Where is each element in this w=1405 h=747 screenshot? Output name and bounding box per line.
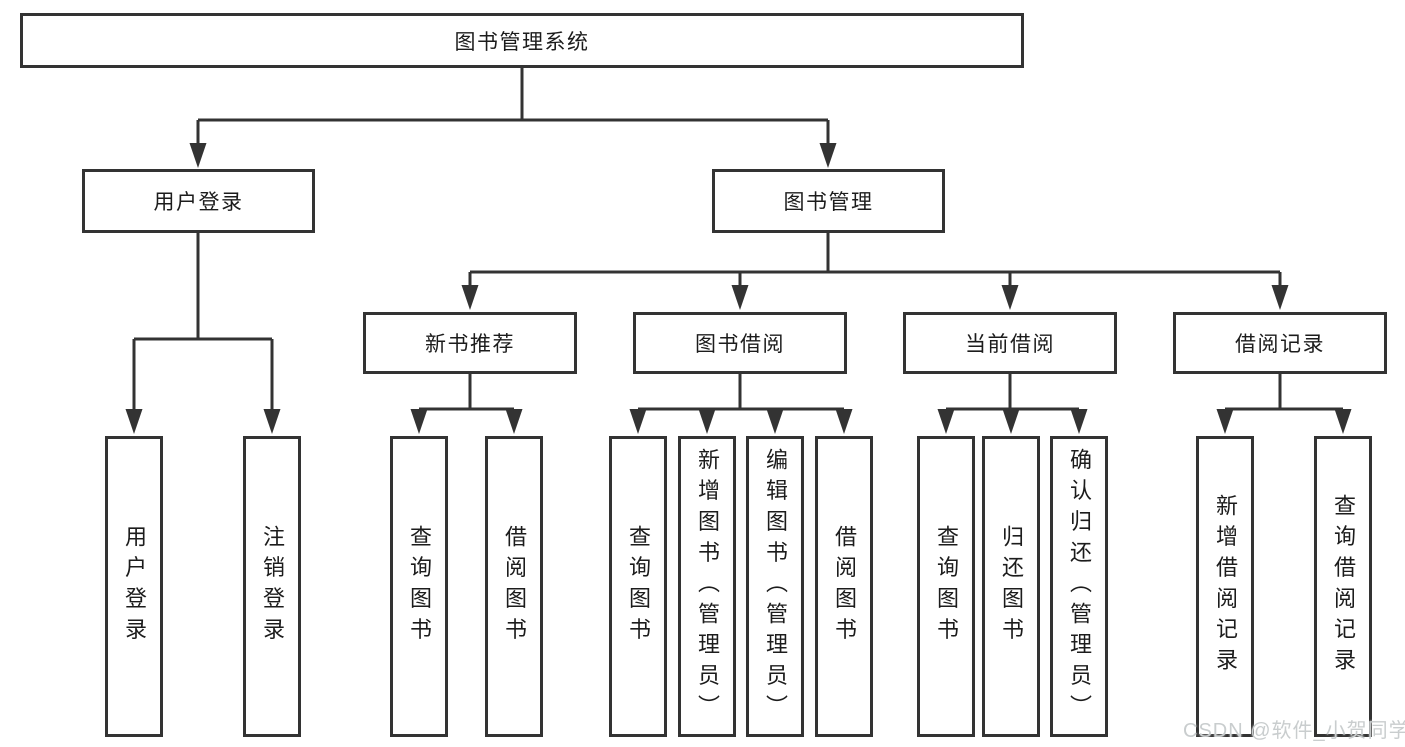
- node-borrowing-records: 借阅记录: [1173, 312, 1387, 374]
- leaf-label: 新增图书（管理员）: [695, 447, 720, 726]
- leaf-query-books: 查询图书: [609, 436, 667, 737]
- leaf-borrow-books: 借阅图书: [485, 436, 543, 737]
- arrowhead-icon: [698, 409, 716, 434]
- arrowhead-icon: [731, 285, 749, 310]
- arrowhead-icon: [461, 285, 479, 310]
- arrowhead-icon: [835, 409, 853, 434]
- node-new-book-recommendation: 新书推荐: [363, 312, 577, 374]
- arrowhead-icon: [819, 143, 837, 168]
- node-user-login: 用户登录: [82, 169, 315, 233]
- leaf-add-books-admin: 新增图书（管理员）: [678, 436, 736, 737]
- leaf-user-login: 用户登录: [105, 436, 163, 737]
- leaf-label: 查询图书: [626, 524, 651, 649]
- csdn-watermark: CSDN @软件_小贺同学: [1183, 720, 1405, 742]
- arrowhead-icon: [937, 409, 955, 434]
- arrowhead-icon: [263, 409, 281, 434]
- arrowhead-icon: [505, 409, 523, 434]
- leaf-logout: 注销登录: [243, 436, 301, 737]
- node-label: 图书管理系统: [454, 30, 590, 54]
- leaf-label: 新增借阅记录: [1213, 494, 1238, 679]
- arrowhead-icon: [766, 409, 784, 434]
- arrowhead-icon: [1070, 409, 1088, 434]
- node-label: 图书借阅: [695, 333, 785, 356]
- arrowhead-icon: [1334, 409, 1352, 434]
- arrowhead-icon: [1216, 409, 1234, 434]
- node-label: 当前借阅: [965, 333, 1055, 356]
- leaf-label: 归还图书: [999, 524, 1024, 649]
- connector-new-book-to-leaves: [419, 374, 514, 411]
- leaf-label: 借阅图书: [832, 524, 857, 649]
- leaf-label: 确认归还（管理员）: [1067, 447, 1092, 726]
- node-label: 图书管理: [783, 191, 874, 214]
- node-root-book-management-system: 图书管理系统: [20, 13, 1024, 68]
- arrowhead-icon: [1271, 285, 1289, 310]
- leaf-query-books: 查询图书: [390, 436, 448, 737]
- node-book-borrowing: 图书借阅: [633, 312, 847, 374]
- node-book-management: 图书管理: [712, 169, 945, 233]
- arrowhead-icon: [1002, 409, 1020, 434]
- leaf-return-books: 归还图书: [982, 436, 1040, 737]
- leaf-borrow-books: 借阅图书: [815, 436, 873, 737]
- leaf-edit-books-admin: 编辑图书（管理员）: [746, 436, 804, 737]
- leaf-query-books: 查询图书: [917, 436, 975, 737]
- node-label: 用户登录: [153, 191, 244, 214]
- leaf-label: 借阅图书: [502, 524, 527, 649]
- leaf-label: 查询图书: [407, 524, 432, 649]
- arrowhead-icon: [1001, 285, 1019, 310]
- node-label: 借阅记录: [1235, 333, 1325, 356]
- leaf-query-borrow-record: 查询借阅记录: [1314, 436, 1372, 737]
- leaf-label: 查询借阅记录: [1331, 494, 1356, 679]
- connector-borrow-record-to-leaves: [1225, 374, 1343, 411]
- arrowhead-icon: [189, 143, 207, 168]
- node-label: 新书推荐: [425, 333, 515, 356]
- leaf-label: 注销登录: [260, 524, 285, 649]
- leaf-label: 查询图书: [934, 524, 959, 649]
- arrowhead-icon: [125, 409, 143, 434]
- connector-book-borrow-to-leaves: [638, 374, 844, 411]
- connector-book-mgmt-to-level3: [468, 233, 1282, 288]
- connector-user-login-to-leaves: [132, 233, 274, 410]
- leaf-add-borrow-record: 新增借阅记录: [1196, 436, 1254, 737]
- node-current-borrowing: 当前借阅: [903, 312, 1117, 374]
- leaf-confirm-return-admin: 确认归还（管理员）: [1050, 436, 1108, 737]
- connector-current-borrow-to-leaves: [946, 374, 1079, 411]
- connector-root-to-level2: [196, 68, 830, 146]
- leaf-label: 编辑图书（管理员）: [763, 447, 788, 726]
- arrowhead-icon: [410, 409, 428, 434]
- leaf-label: 用户登录: [122, 524, 147, 649]
- arrowhead-icon: [629, 409, 647, 434]
